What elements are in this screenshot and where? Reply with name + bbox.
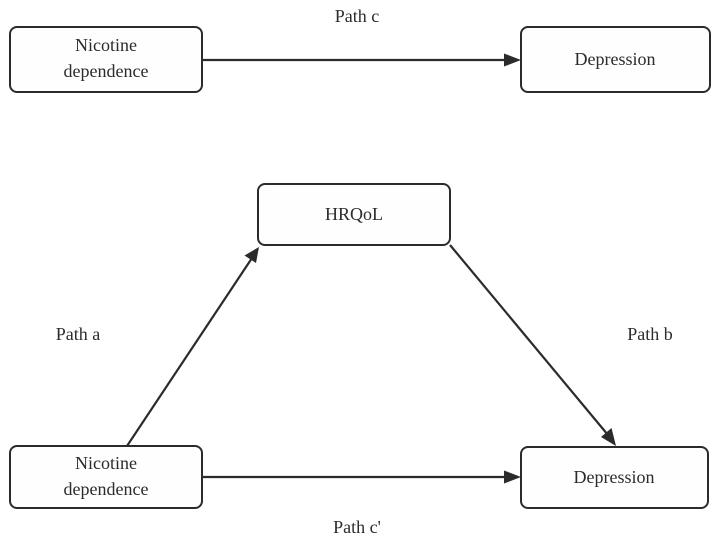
path-c-arrowhead (504, 53, 521, 67)
path-a-arrow (126, 247, 259, 447)
node-box-depression-top (520, 26, 711, 93)
path-c-prime-label: Path c' (333, 517, 381, 537)
path-c-arrow (202, 53, 521, 67)
path-c-prime-arrowhead (504, 470, 521, 484)
path-c-label: Path c (335, 6, 380, 26)
path-b-line (449, 244, 609, 436)
node-nicotine-dependence-top[interactable]: Nicotine dependence (9, 26, 203, 93)
node-nicotine-dependence-bottom[interactable]: Nicotine dependence (9, 445, 203, 509)
path-b-arrow (449, 244, 616, 446)
path-b-label: Path b (627, 324, 673, 344)
path-a-arrowhead (244, 247, 259, 263)
node-depression-top[interactable]: Depression (520, 26, 711, 93)
node-label-nicotine-bottom-line1: Nicotine (75, 453, 137, 473)
path-a-label: Path a (56, 324, 101, 344)
path-b-arrowhead (601, 428, 616, 446)
path-a-line (126, 257, 253, 447)
path-c-prime-arrow (202, 470, 521, 484)
node-label-nicotine-top-line2: dependence (64, 61, 149, 81)
node-label-nicotine-bottom-line2: dependence (64, 479, 149, 499)
node-label-hrqol: HRQoL (325, 204, 383, 224)
node-hrqol[interactable]: HRQoL (257, 183, 451, 246)
node-label-depression-bottom: Depression (574, 467, 655, 487)
node-label-nicotine-top-line1: Nicotine (75, 35, 137, 55)
node-label-depression-top: Depression (575, 49, 656, 69)
node-box-depression-bottom (520, 446, 709, 509)
node-depression-bottom[interactable]: Depression (520, 446, 709, 509)
node-box-hrqol (257, 183, 451, 246)
